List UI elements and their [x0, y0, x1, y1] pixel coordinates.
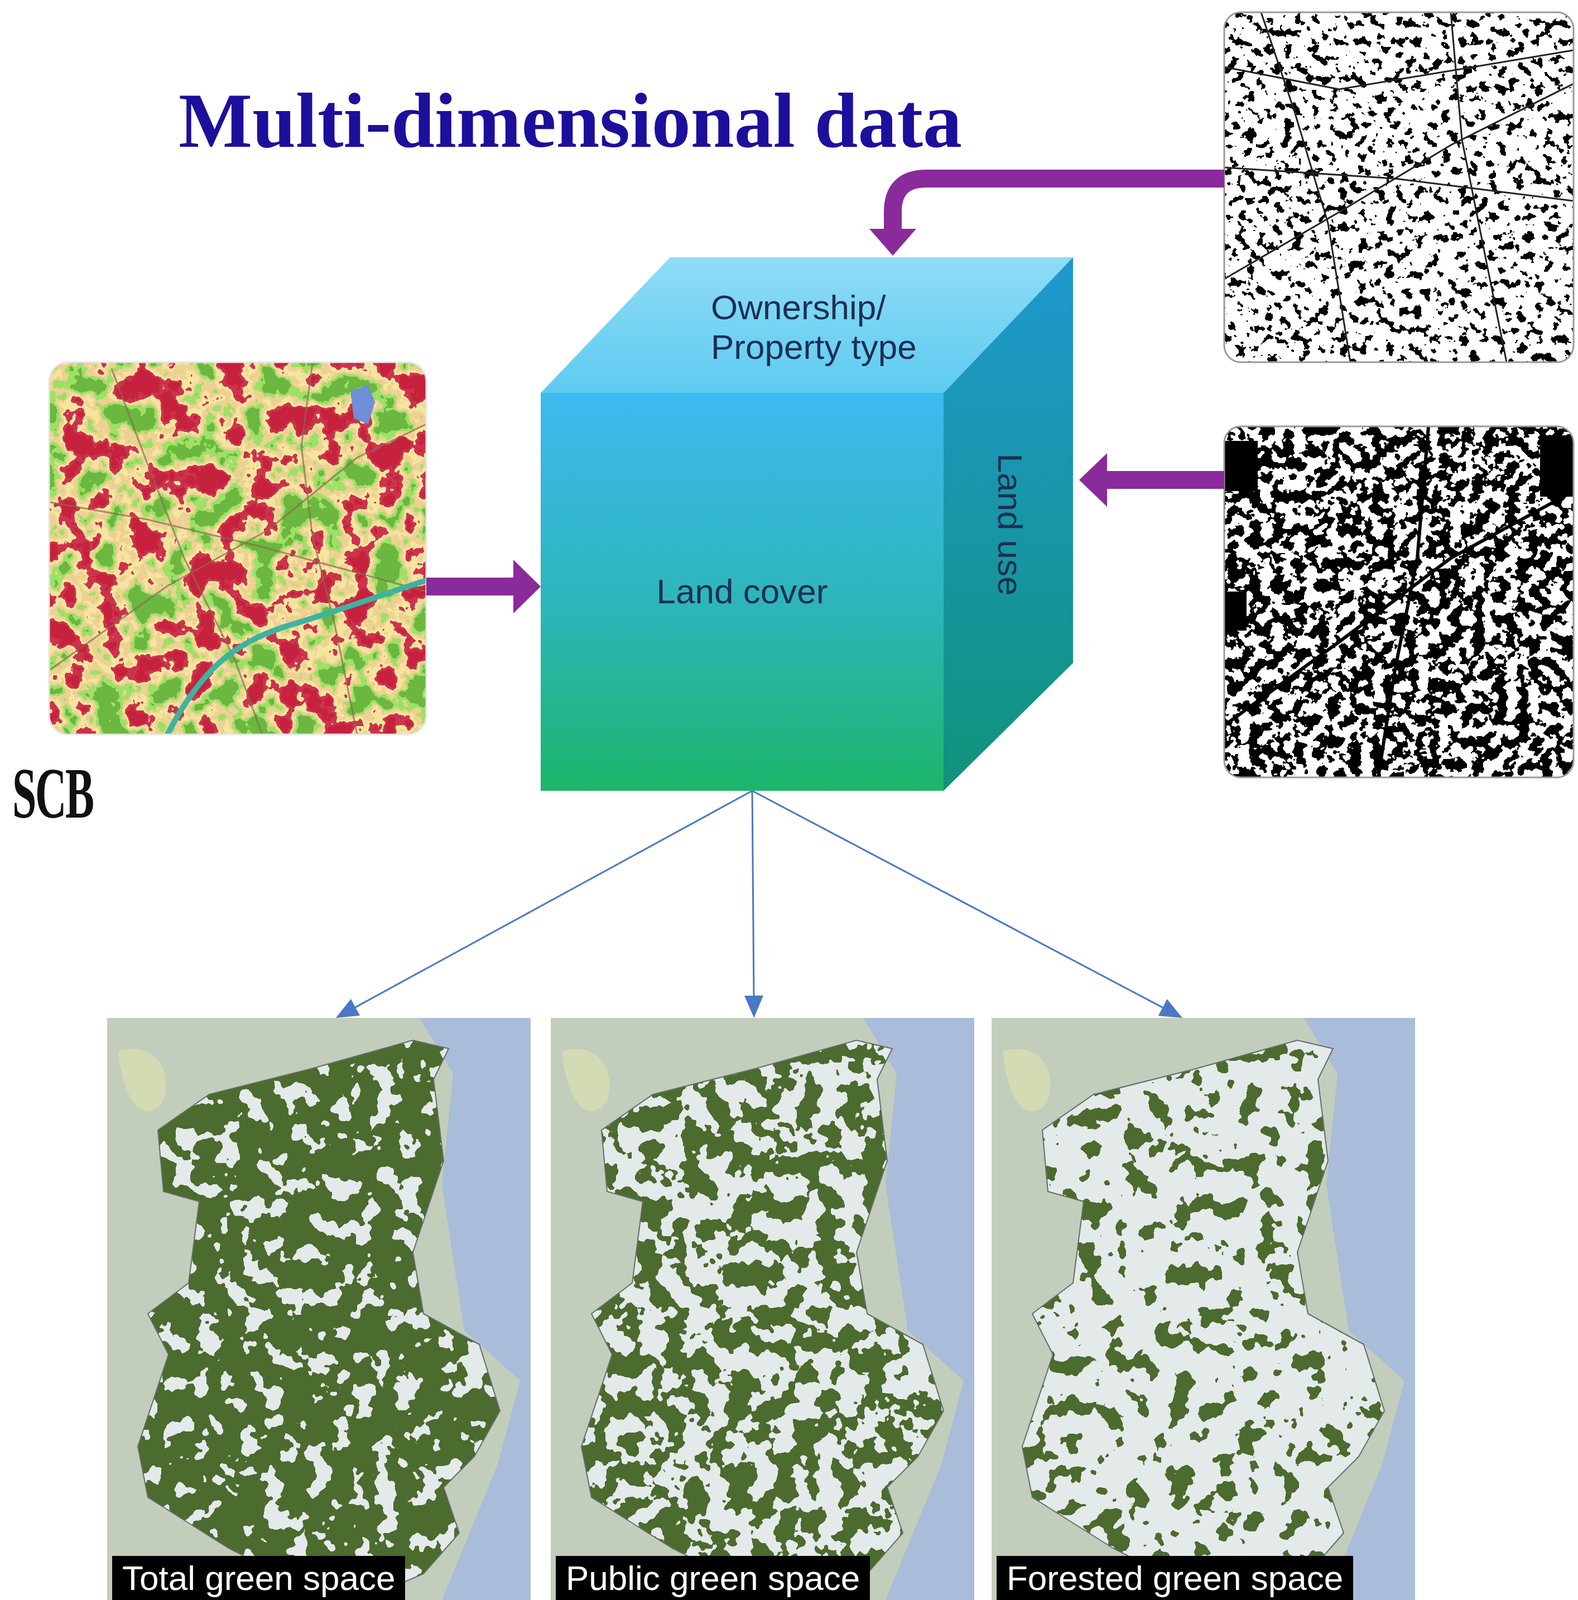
map-panel: Forested green space	[991, 1017, 1416, 1600]
connector	[335, 790, 753, 1018]
map-panel: Total green space	[107, 1017, 531, 1600]
face-label: Ownership/ Property type	[710, 287, 968, 368]
cube-face	[943, 257, 1074, 791]
input-arrow	[869, 178, 1225, 256]
arrow-head	[744, 995, 764, 1018]
connector	[752, 790, 1183, 1018]
input-arrow	[1079, 453, 1225, 507]
map-label: Public green space	[555, 1555, 870, 1600]
cube-face: Land use	[943, 257, 1074, 791]
input-arrow	[426, 559, 541, 614]
face-label: Land cover	[540, 571, 944, 612]
connector-line	[752, 790, 754, 996]
map-panel: Public green space	[550, 1017, 975, 1600]
map-label: Forested green space	[996, 1555, 1354, 1600]
map-label: Total green space	[112, 1555, 406, 1600]
title: Multi-dimensional data	[178, 75, 962, 166]
connector-line	[355, 790, 753, 1008]
connector	[744, 790, 764, 1018]
green-space-map	[107, 1017, 531, 1600]
green-space-map	[550, 1017, 975, 1600]
ownership-map	[1224, 12, 1574, 363]
face-label: Land use	[990, 453, 1029, 596]
logo-text: SCB	[12, 753, 94, 834]
arrow-head	[1158, 998, 1183, 1018]
land-use-map	[1224, 426, 1574, 778]
arrow-head	[335, 998, 360, 1018]
connector-line	[752, 790, 1163, 1008]
land-cover-map	[49, 362, 427, 735]
green-space-map	[991, 1017, 1416, 1600]
cube-face: Land cover	[540, 392, 944, 791]
